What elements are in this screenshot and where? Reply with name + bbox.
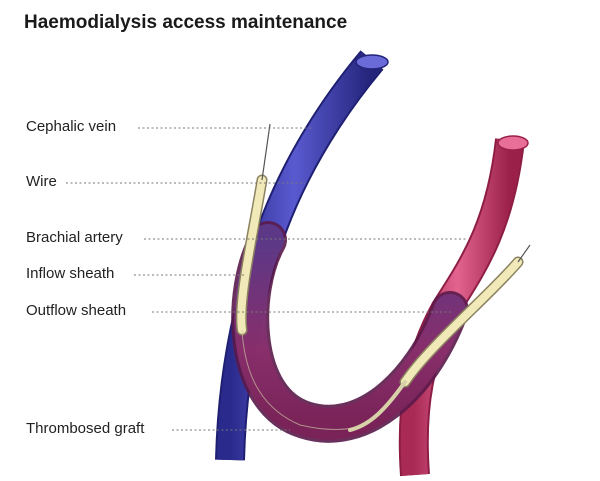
label-outflow-sheath: Outflow sheath — [26, 302, 127, 319]
inflow-sheath — [235, 174, 268, 336]
label-wire: Wire — [26, 173, 57, 190]
label-cephalic-vein: Cephalic vein — [26, 118, 117, 135]
outflow-sheath — [399, 256, 524, 388]
diagram-title: Haemodialysis access maintenance — [24, 12, 348, 33]
label-thrombosed-graft: Thrombosed graft — [26, 420, 145, 437]
outflow-wire — [348, 244, 531, 432]
label-inflow-sheath: Inflow sheath — [26, 265, 115, 282]
leader-lines — [66, 127, 466, 431]
inflow-wire — [241, 123, 366, 431]
thrombosed-graft — [231, 221, 469, 443]
label-brachial-artery: Brachial artery — [26, 229, 123, 246]
